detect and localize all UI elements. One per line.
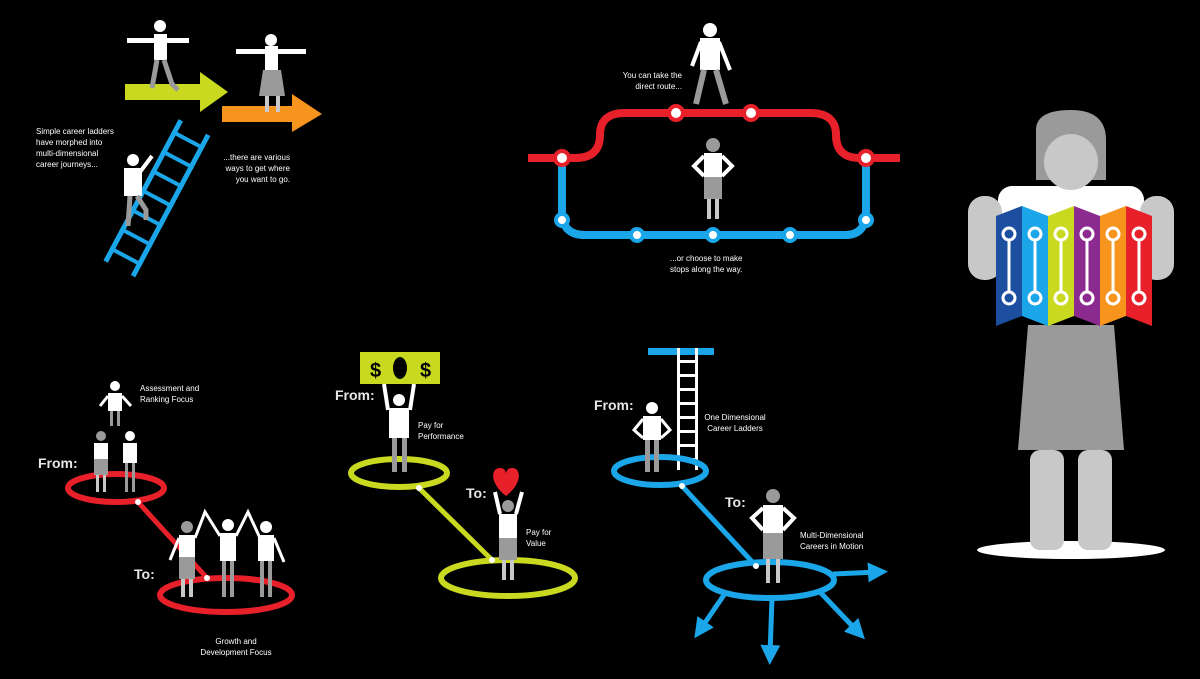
red-route-line	[528, 109, 900, 162]
stacked-people-figures	[94, 381, 137, 492]
right-leg	[1078, 450, 1112, 550]
folded-map	[996, 206, 1152, 326]
three-people-holding-hands	[168, 508, 286, 597]
from-ring-blue	[611, 454, 709, 488]
man-walking-figure	[690, 23, 732, 105]
map-stop	[1001, 226, 1017, 242]
pay-to-label: To:	[466, 485, 487, 501]
woman-balancing-figure	[236, 34, 306, 112]
assessment-from-caption: Assessment and Ranking Focus	[140, 384, 200, 404]
routes-caption-bottom: ...or choose to make stops along the way…	[670, 254, 743, 274]
lime-arrow	[125, 72, 228, 112]
map-stop	[1131, 226, 1147, 242]
pay-to-caption: Pay for Value	[526, 528, 552, 548]
map-stop	[1105, 226, 1121, 242]
man-holding-sign-figure	[382, 383, 416, 472]
ladder-top-bar	[648, 348, 714, 355]
face	[1044, 134, 1098, 190]
careers-from-label: From:	[594, 397, 634, 413]
map-stop	[1027, 290, 1043, 306]
left-arm	[968, 196, 1002, 280]
sign-dollar-left: $	[370, 360, 381, 382]
ladders-caption-right: ...there are various ways to get where y…	[223, 153, 290, 184]
woman-standing-figure	[691, 138, 735, 219]
man-with-ladder-figure	[631, 402, 673, 472]
dollar-sign-banner	[360, 352, 440, 384]
man-balancing-figure	[127, 20, 189, 92]
map-stop	[1131, 290, 1147, 306]
direction-arrows	[694, 562, 888, 665]
assessment-to-caption: Growth and Development Focus	[200, 637, 272, 657]
white-ladder	[677, 348, 698, 470]
red-route-stops	[553, 104, 875, 167]
careers-to-caption: Multi-Dimensional Careers in Motion	[800, 531, 864, 551]
from-ring-red	[65, 471, 167, 505]
assessment-panel	[65, 381, 295, 615]
blue-route-stops	[554, 212, 874, 243]
left-leg	[1030, 450, 1064, 550]
careers-to-label: To:	[725, 494, 746, 510]
map-stop	[1053, 290, 1069, 306]
woman-holding-heart-figure	[493, 491, 524, 580]
careers-from-caption: One Dimensional Career Ladders	[704, 413, 766, 433]
sign-dollar-right: $	[420, 360, 431, 382]
floor-shadow	[977, 541, 1165, 559]
woman-with-map-panel	[968, 110, 1174, 559]
man-climbing-figure	[124, 154, 154, 227]
from-ring-lime	[348, 456, 450, 490]
assessment-to-label: To:	[134, 566, 155, 582]
pay-from-caption: Pay for Performance	[418, 421, 464, 441]
woman-in-motion-figure	[749, 489, 797, 583]
ladders-panel	[103, 20, 322, 278]
careers-panel	[611, 348, 888, 665]
pay-from-label: From:	[335, 387, 375, 403]
map-stop	[1079, 290, 1095, 306]
map-stop	[1079, 226, 1095, 242]
pay-panel: $ $	[348, 352, 578, 599]
map-stop	[1027, 226, 1043, 242]
routes-caption-top: You can take the direct route...	[622, 71, 682, 91]
skirt	[1018, 325, 1124, 450]
map-stop	[1001, 290, 1017, 306]
routes-panel	[528, 23, 900, 243]
orange-arrow	[222, 94, 322, 132]
assessment-from-label: From:	[38, 455, 78, 471]
heart-icon	[493, 468, 519, 496]
map-stop	[1053, 226, 1069, 242]
ladders-caption-left: Simple career ladders have morphed into …	[36, 127, 114, 169]
to-ring-lime	[438, 557, 578, 599]
map-stop	[1105, 290, 1121, 306]
